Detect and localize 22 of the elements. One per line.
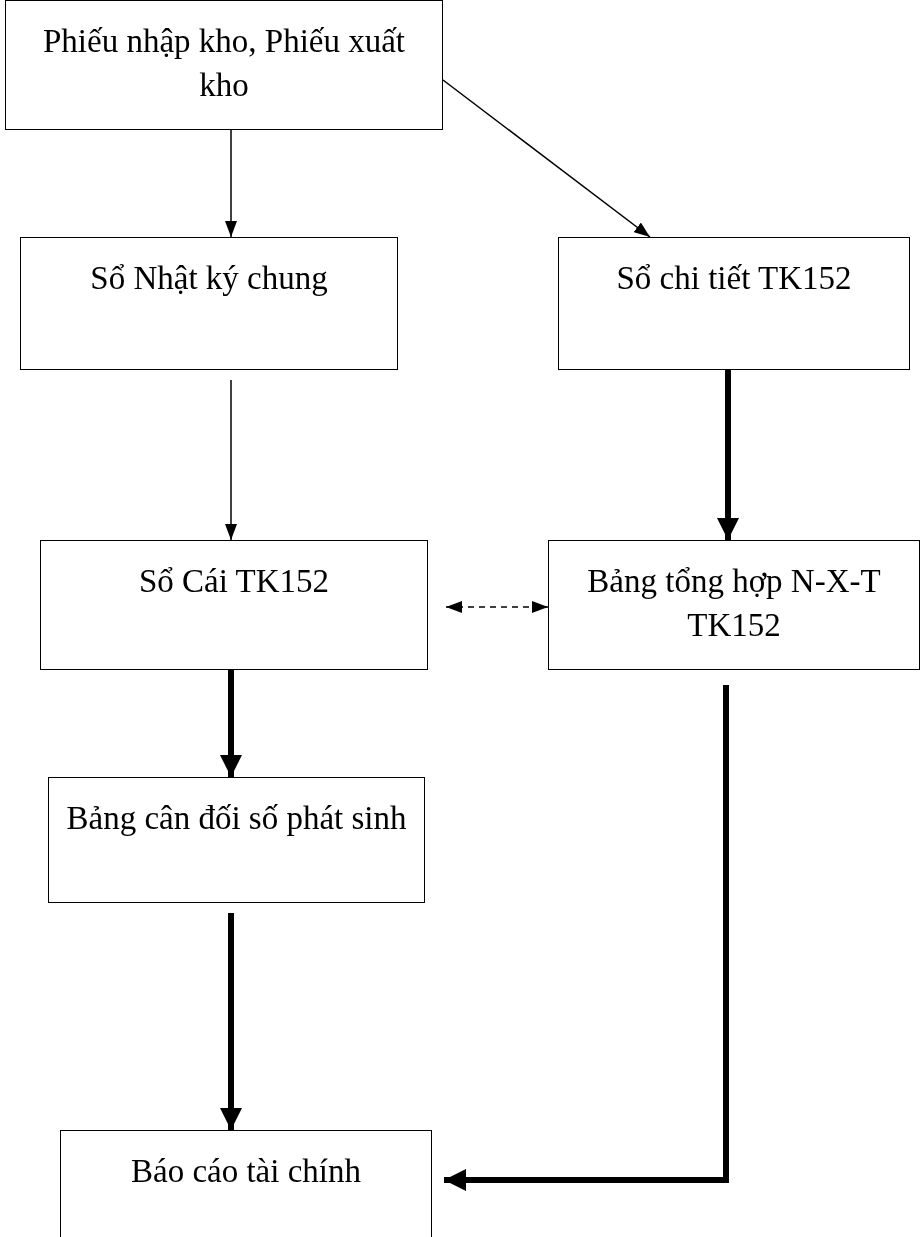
process-box xyxy=(48,777,425,903)
box-label: Báo cáo tài chính xyxy=(130,1152,362,1191)
process-box xyxy=(20,237,398,370)
arrow xyxy=(717,370,739,540)
box-label: Sổ Nhật ký chung xyxy=(89,259,329,298)
arrow xyxy=(225,379,237,541)
process-box xyxy=(548,540,920,670)
box-label: Phiếu nhập kho, Phiếu xuất kho xyxy=(41,22,407,105)
box-label: Sổ chi tiết TK152 xyxy=(615,259,853,298)
process-box xyxy=(5,0,443,130)
box-label: Bảng tổng hợp N-X-T TK152 xyxy=(586,562,882,645)
process-box xyxy=(558,237,910,370)
process-box xyxy=(40,540,428,670)
arrow xyxy=(220,670,242,777)
box-label: Bảng cân đối số phát sinh xyxy=(65,799,408,838)
arrow xyxy=(220,913,242,1130)
arrow xyxy=(225,129,237,238)
box-label: Sổ Cái TK152 xyxy=(137,562,331,601)
arrow xyxy=(444,685,729,1191)
process-box xyxy=(60,1130,432,1237)
arrow xyxy=(442,79,651,238)
arrow xyxy=(445,601,549,613)
